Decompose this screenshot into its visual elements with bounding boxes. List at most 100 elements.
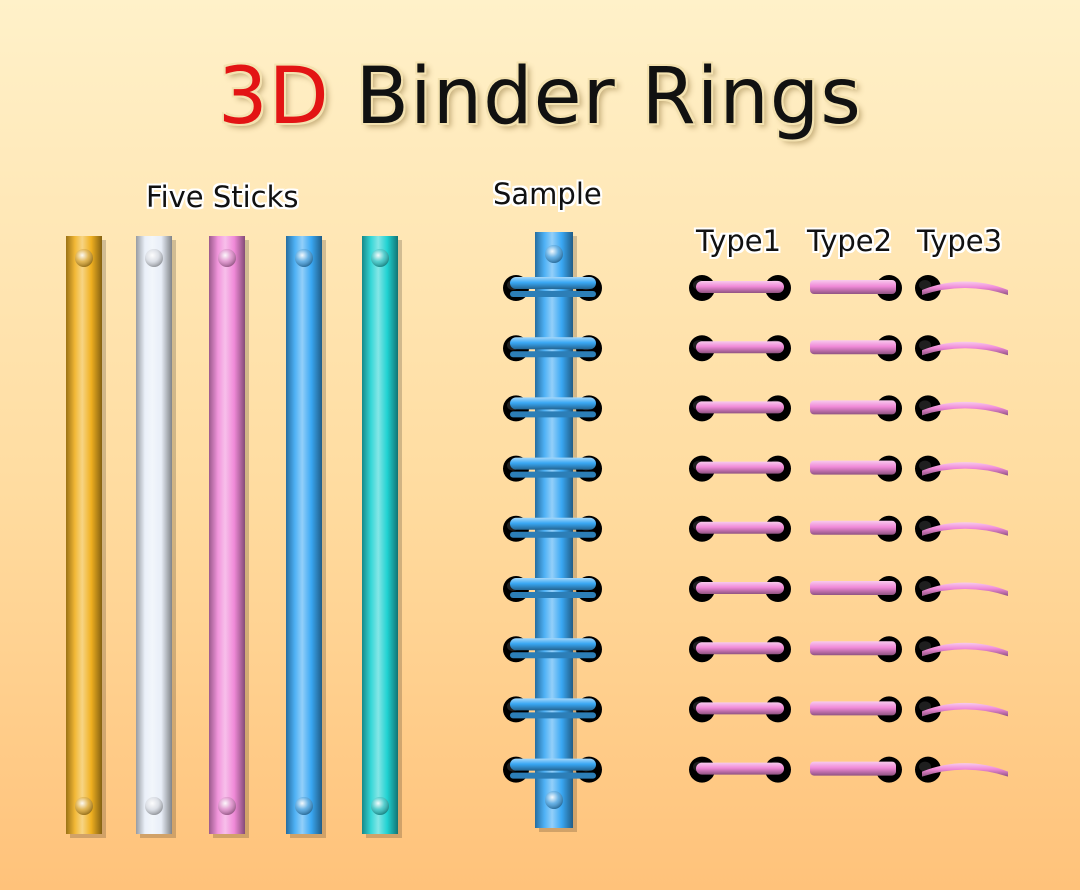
ring	[510, 578, 596, 590]
ring	[810, 520, 896, 535]
type3-ring	[915, 576, 1008, 602]
rivet-shine	[295, 797, 313, 815]
ring	[810, 340, 896, 355]
type3-ring	[915, 455, 1008, 482]
white-stick	[136, 236, 176, 838]
ring	[922, 763, 1008, 777]
ring	[922, 702, 1008, 717]
page-title: 3D Binder Rings	[0, 52, 1080, 142]
rivet-shine	[218, 249, 236, 267]
sample-ring	[503, 395, 602, 422]
ring	[810, 581, 896, 595]
type2-label: Type2	[807, 224, 893, 258]
ring	[922, 642, 1008, 657]
ring	[510, 277, 596, 289]
ring	[810, 460, 896, 475]
ring	[810, 701, 896, 716]
type1-ring	[689, 696, 791, 723]
ring	[510, 397, 596, 410]
type1-ring	[689, 576, 791, 602]
ring-back	[510, 592, 596, 598]
sample-ring	[503, 335, 602, 362]
ring	[696, 521, 784, 534]
sample-ring	[503, 515, 602, 542]
ring	[696, 582, 784, 594]
type2-ring	[810, 636, 902, 663]
ring	[510, 517, 596, 530]
stick-body	[535, 232, 573, 828]
type3-ring	[915, 275, 1008, 301]
ring	[810, 400, 896, 415]
ring	[510, 337, 596, 350]
stick-body	[66, 236, 102, 834]
sample-ring	[503, 576, 602, 602]
five-sticks-label: Five Sticks	[146, 180, 299, 214]
type3-ring	[915, 335, 1008, 362]
type2-ring	[810, 455, 902, 482]
rivet-shine	[75, 797, 93, 815]
ring	[922, 462, 1008, 476]
gold-stick	[66, 236, 106, 838]
sample-ring	[503, 756, 602, 783]
rivet-shine	[545, 791, 563, 809]
type2-ring	[810, 275, 902, 301]
ring	[922, 341, 1008, 356]
type2-ring	[810, 395, 902, 422]
ring-back	[510, 652, 596, 659]
sample-ring	[503, 275, 602, 301]
type1-ring	[689, 275, 791, 301]
type1-ring	[689, 335, 791, 362]
ring	[696, 401, 784, 414]
type3-ring	[915, 636, 1008, 663]
ring	[810, 641, 896, 656]
stick-body	[209, 236, 245, 834]
blue-stick	[286, 236, 326, 838]
ring	[696, 642, 784, 655]
stick-body	[362, 236, 398, 834]
ring	[810, 761, 896, 776]
type2-ring	[810, 335, 902, 362]
ring	[922, 522, 1008, 536]
type1-ring	[689, 515, 791, 542]
sample-label: Sample	[493, 177, 602, 211]
ring	[510, 698, 596, 711]
type3-ring	[915, 515, 1008, 542]
ring	[510, 457, 596, 470]
sample-stick	[535, 232, 577, 832]
pink-stick	[209, 236, 249, 838]
ring	[696, 341, 784, 354]
sample-ring	[503, 636, 602, 663]
stick-body	[136, 236, 172, 834]
type1-ring	[689, 756, 791, 783]
ring	[922, 281, 1008, 295]
rivet-shine	[145, 797, 163, 815]
type3-label: Type3	[917, 224, 1003, 258]
ring	[510, 638, 596, 651]
sample-ring	[503, 696, 602, 723]
type2-ring	[810, 576, 902, 602]
ring	[922, 401, 1008, 416]
ring	[922, 582, 1008, 596]
type3-ring	[915, 395, 1008, 422]
rivet-shine	[295, 249, 313, 267]
type1-ring	[689, 395, 791, 422]
rivet-shine	[371, 249, 389, 267]
ring-back	[510, 531, 596, 538]
ring-back	[510, 772, 596, 779]
ring	[696, 702, 784, 715]
ring	[696, 762, 784, 775]
rivet-shine	[145, 249, 163, 267]
ring	[510, 758, 596, 771]
sample-ring	[503, 455, 602, 482]
type2-ring	[810, 515, 902, 542]
type3-ring	[915, 696, 1008, 723]
type1-ring	[689, 636, 791, 663]
ring-back	[510, 411, 596, 418]
type1-label: Type1	[696, 224, 782, 258]
title-rest: Binder Rings	[329, 52, 862, 142]
ring	[810, 280, 896, 294]
ring	[696, 461, 784, 474]
ring	[696, 281, 784, 293]
